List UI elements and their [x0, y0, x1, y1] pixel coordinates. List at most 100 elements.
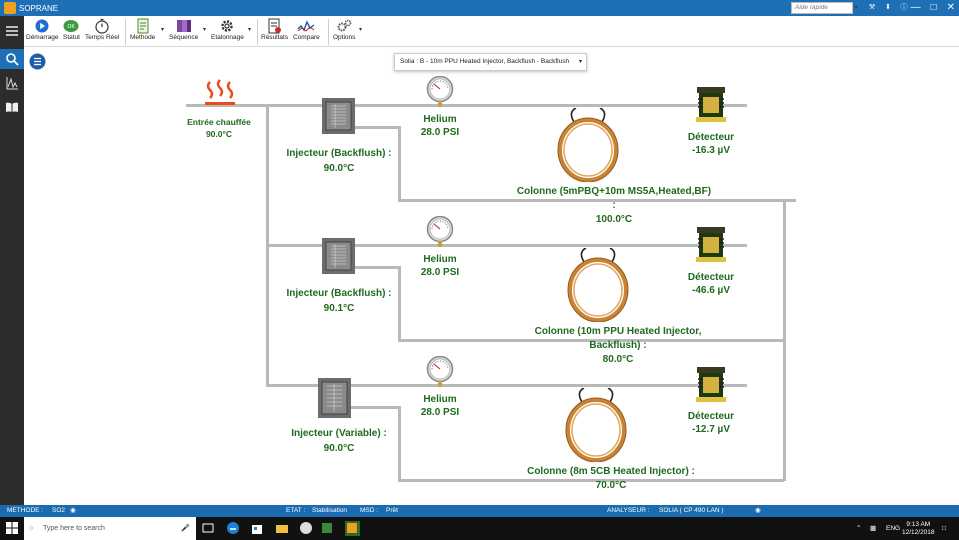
play-icon [35, 19, 49, 32]
eye-icon[interactable]: ◉ [755, 507, 761, 514]
module-selector-dropdown[interactable]: Solia : B - 10m PPU Heated Injector, Bac… [394, 53, 587, 71]
file-explorer-icon[interactable] [275, 521, 290, 536]
options-gears-icon [337, 19, 352, 31]
ribbon-separator [257, 19, 258, 45]
hamburger-menu-icon[interactable] [0, 21, 24, 41]
gas-2-label: Helium 28.0 PSI [420, 254, 460, 278]
maximize-icon[interactable]: □ [930, 2, 937, 13]
demarrage-button[interactable]: Démarrage [26, 17, 59, 41]
pipe-main-middle [266, 244, 747, 247]
status-analyseur-label: ANALYSEUR : [607, 507, 650, 514]
list-view-icon[interactable] [29, 53, 46, 75]
ribbon-separator [125, 19, 126, 45]
etalonnage-dropdown-caret-icon[interactable]: ▾ [248, 27, 252, 33]
network-icon[interactable]: ▩ [870, 525, 877, 532]
sequence-button[interactable]: Séquence [169, 17, 198, 41]
pipe [398, 266, 401, 341]
status-bar: METHODE : SO2 ◉ ETAT : Stabilisation MSD… [0, 505, 959, 517]
pipe [398, 406, 401, 481]
pipe [398, 199, 796, 202]
status-analyseur-value: SOLIA ( CP 490 LAN ) [659, 507, 724, 514]
stopwatch-icon [95, 18, 109, 34]
chevron-down-icon: ▾ [578, 59, 582, 65]
download-icon[interactable]: ⬇ [885, 4, 891, 11]
statut-button[interactable]: OK Statut [63, 17, 80, 41]
options-button[interactable]: Options [333, 17, 355, 41]
microphone-icon[interactable]: 🎤 [181, 525, 190, 532]
detector-1-label: Détecteur -16.3 µV [687, 132, 735, 156]
detector-3-label: Détecteur -12.7 µV [687, 411, 735, 435]
close-icon[interactable]: ✕ [946, 2, 955, 13]
app-taskbar-icon[interactable] [320, 521, 335, 536]
search-icon [6, 53, 19, 66]
methode-dropdown-caret-icon[interactable]: ▾ [161, 27, 165, 33]
status-etat-label: ETAT : [286, 507, 306, 514]
pressure-gauge-3-icon [426, 355, 454, 393]
quick-help-search-input[interactable]: Aide rapide [791, 2, 853, 14]
synoptic-view [24, 47, 959, 505]
taskbar-search-input[interactable]: ○ Type here to search 🎤 [24, 517, 196, 540]
pipe [398, 339, 784, 342]
edge-browser-icon[interactable] [226, 521, 241, 536]
notifications-icon[interactable]: □ [942, 525, 946, 532]
resultats-button[interactable]: Résultats [261, 17, 288, 41]
options-dropdown-caret-icon[interactable]: ▾ [359, 27, 363, 33]
pipe [398, 479, 784, 482]
ribbon-toolbar: Démarrage OK Statut Temps Réel Methode ▾… [0, 2, 959, 47]
methode-button[interactable]: Methode [130, 17, 155, 41]
tray-up-arrow-icon[interactable]: ⌃ [856, 525, 862, 532]
status-methode-value: SO2 [52, 507, 66, 514]
pressure-gauge-1-icon [426, 75, 454, 113]
sidebar-item-library[interactable] [0, 97, 24, 117]
injector-2-icon[interactable] [322, 238, 355, 279]
status-etat-value: Stabilisation [312, 507, 348, 514]
column-coil-2-icon [566, 247, 630, 327]
window-title: SOPRANE [19, 3, 59, 13]
gas-3-label: Helium 28.0 PSI [420, 394, 460, 418]
injector-1-icon[interactable] [322, 98, 355, 139]
pipe [398, 126, 401, 201]
title-bar: SOPRANE — □ ✕ [0, 0, 959, 16]
svg-text:OK: OK [68, 24, 76, 30]
pressure-gauge-2-icon [426, 215, 454, 253]
pipe-vertical-right [783, 199, 786, 481]
results-icon [268, 18, 281, 33]
etalonnage-button[interactable]: Etalonnage [211, 17, 244, 41]
gas-1-label: Helium 28.0 PSI [420, 114, 460, 138]
eye-icon[interactable]: ◉ [70, 507, 76, 514]
windows-taskbar: ○ Type here to search 🎤 ⌃ ▩ ENG 9:13 AM … [0, 517, 959, 540]
tray-language[interactable]: ENG [886, 525, 901, 532]
pipe [354, 266, 399, 269]
app-taskbar-icon[interactable] [299, 521, 314, 536]
compare-button[interactable]: Compare [293, 17, 320, 41]
injector-1-label: Injecteur (Backflush) : 90.0°C [286, 148, 392, 174]
ribbon-separator [328, 19, 329, 45]
status-methode-label: METHODE : [7, 507, 44, 514]
tools-icon[interactable]: ⚒ [868, 4, 876, 11]
help-icon[interactable]: ⓘ [900, 4, 908, 11]
injector-2-label: Injecteur (Backflush) : 90.1°C [286, 288, 392, 314]
sidebar-item-chromatogram[interactable] [0, 73, 24, 93]
soprane-taskbar-icon[interactable] [345, 521, 360, 536]
temps-reel-button[interactable]: Temps Réel [85, 17, 119, 41]
injector-3-icon[interactable] [318, 378, 351, 423]
window-controls: — □ ✕ [911, 0, 955, 16]
heated-inlet-icon [203, 78, 237, 111]
store-icon[interactable] [250, 521, 265, 536]
inlet-label: Entrée chauffée 90.0°C [187, 117, 251, 139]
column-coil-3-icon [564, 387, 628, 467]
pipe-main-top [186, 104, 747, 107]
windows-start-icon[interactable] [5, 521, 20, 536]
compare-chart-icon [297, 19, 315, 32]
sidebar-item-search[interactable] [0, 49, 24, 69]
tray-clock[interactable]: 9:13 AM 12/12/2018 [902, 521, 935, 536]
column-1-label: Colonne (5mPBQ+10m MS5A,Heated,BF) : 100… [516, 186, 712, 225]
minimize-icon[interactable]: — [910, 2, 921, 13]
pipe [354, 126, 399, 129]
sequence-dropdown-caret-icon[interactable]: ▾ [203, 27, 207, 33]
detector-2-icon [696, 227, 726, 268]
sequence-icon [176, 19, 191, 32]
quick-help-dropdown-icon[interactable]: ▾ [854, 5, 858, 11]
search-circle-icon: ○ [29, 525, 34, 532]
task-view-icon[interactable] [201, 521, 216, 536]
